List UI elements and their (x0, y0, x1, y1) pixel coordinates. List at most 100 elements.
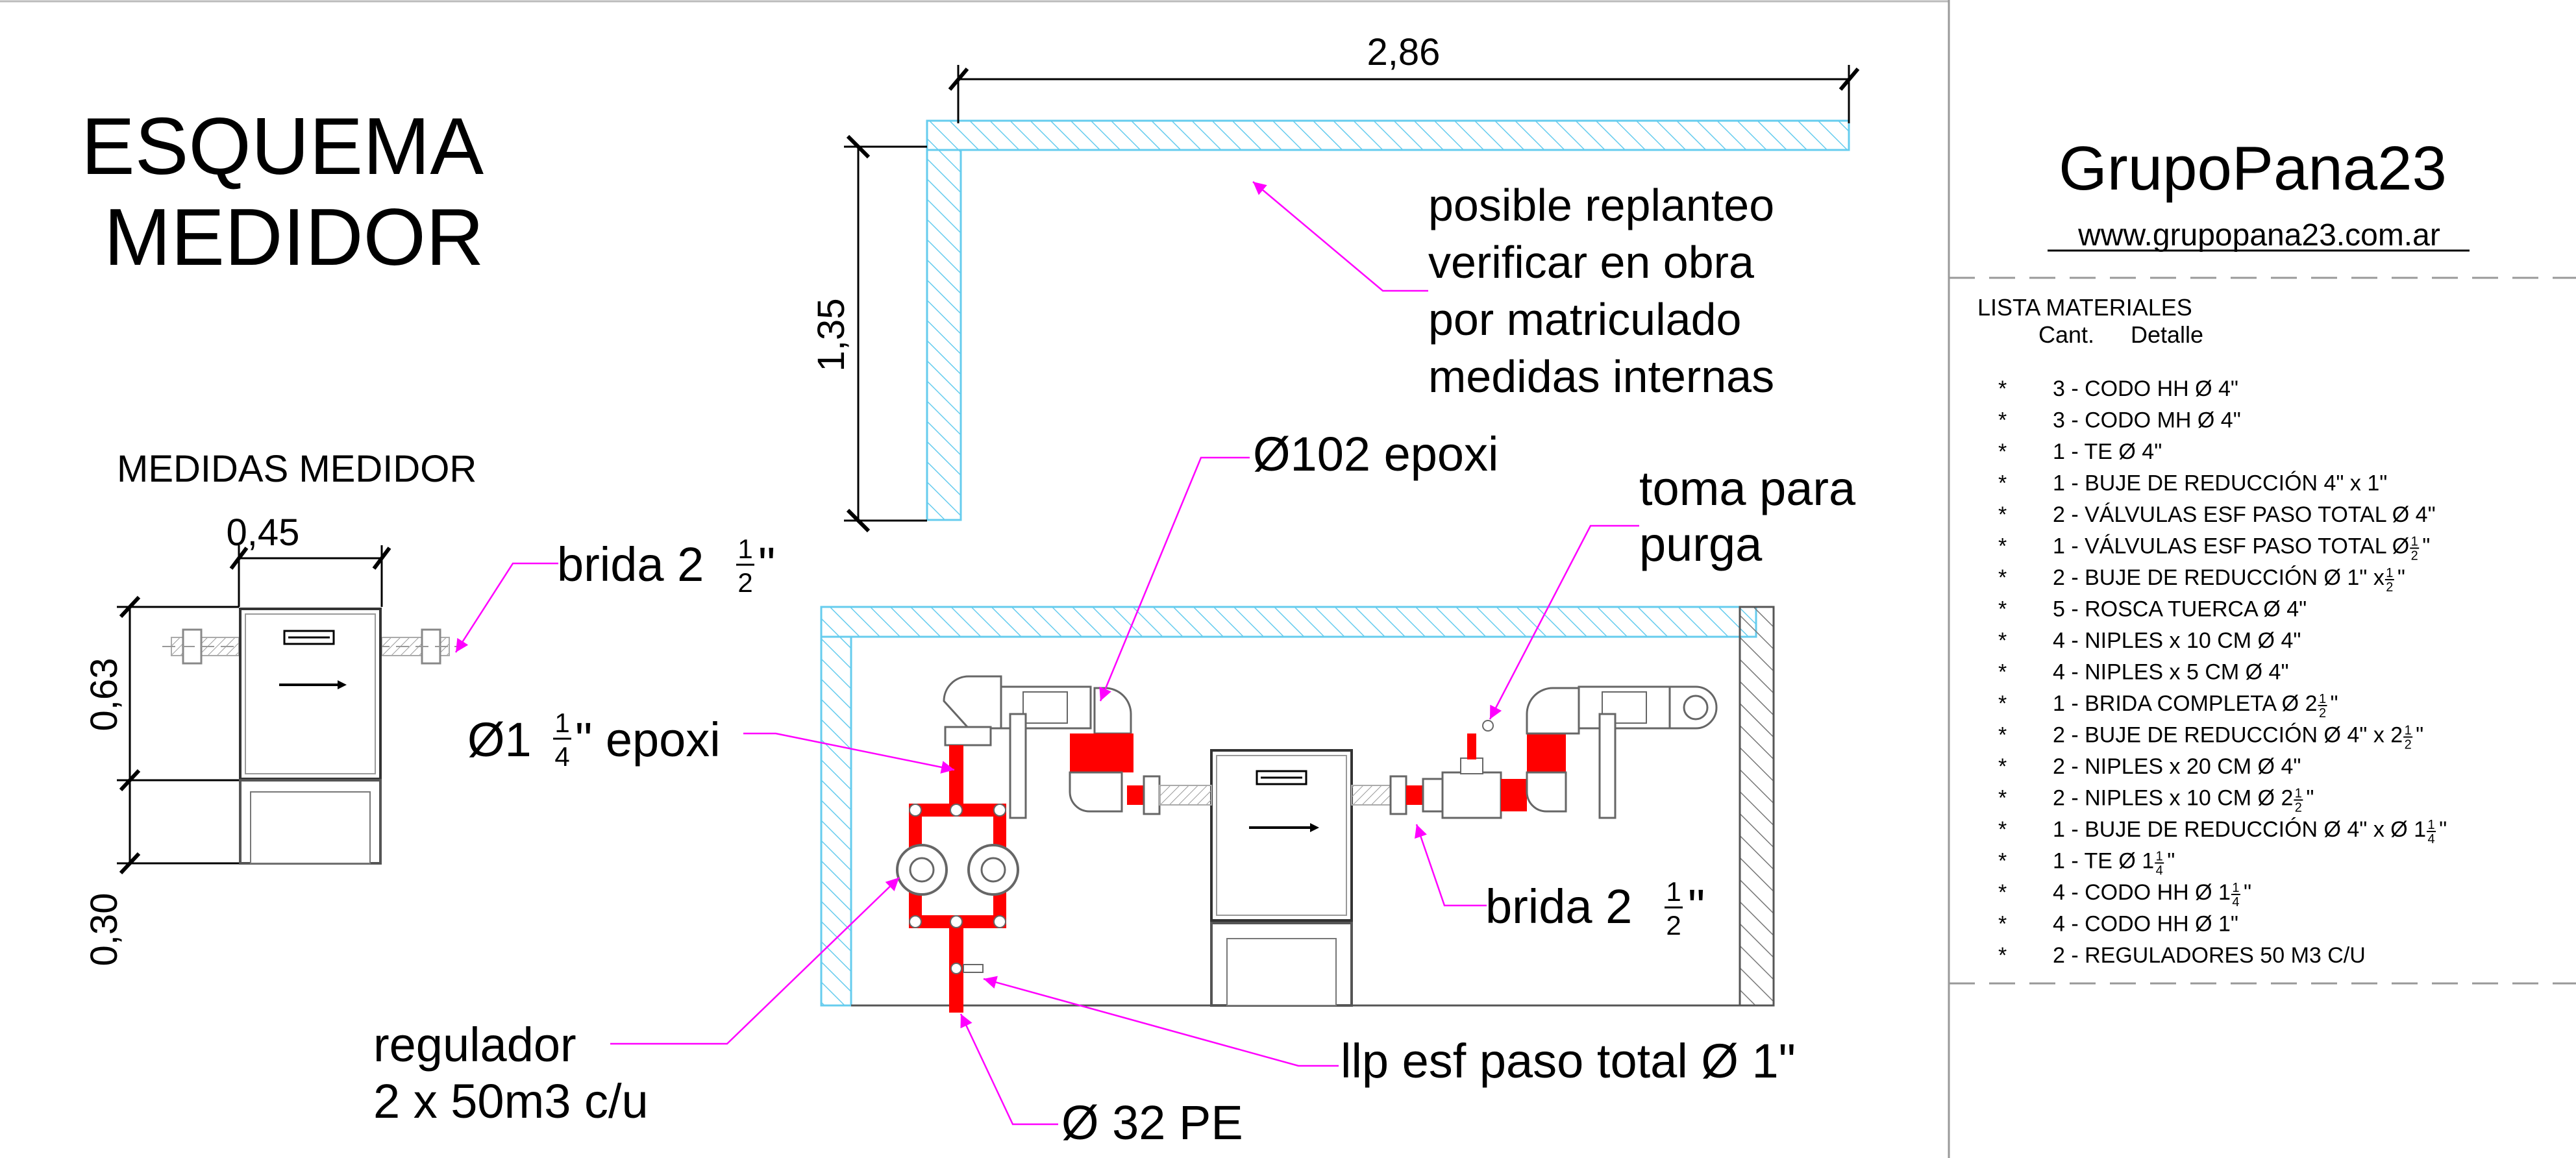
material-bullet: * (1998, 817, 2007, 842)
material-frac-den: 4 (2232, 895, 2239, 909)
material-item: *1 - BRIDA COMPLETA Ø 2 12" (1998, 691, 2338, 721)
material-text: 4 - NIPLES x 5 CM Ø 4" (2053, 660, 2289, 685)
material-item: * 1 - TE Ø 4" (1998, 439, 2162, 464)
material-suffix: " (2244, 880, 2251, 905)
material-bullet: * (1998, 408, 2007, 433)
material-frac-den: 2 (2319, 706, 2326, 721)
material-text: 2 - VÁLVULAS ESF PASO TOTAL Ø 4" (2053, 502, 2436, 527)
regulator-right (967, 844, 1019, 896)
epoxi-small-callout: Ø1 1 4 " epoxi (467, 708, 955, 774)
material-text: 1 - VÁLVULAS ESF PASO TOTAL Ø (2053, 534, 2409, 559)
note-leader (1252, 181, 1428, 292)
pe-label: Ø 32 PE (1061, 1096, 1243, 1150)
material-suffix: " (2422, 534, 2430, 559)
brida-right-label: brida 2 (1485, 880, 1632, 933)
material-text: 2 - BUJE DE REDUCCIÓN Ø 1" x (2053, 565, 2384, 590)
material-text: 1 - TE Ø 1 (2053, 849, 2154, 874)
material-text: 5 - ROSCA TUERCA Ø 4" (2053, 597, 2307, 622)
meter-dimensions: MEDIDAS MEDIDOR 0,45 0,63 0,30 (83, 448, 477, 966)
material-item: * 2 - NIPLES x 10 CM Ø 2 12 " (1998, 786, 2314, 815)
main-meter (1210, 749, 1353, 1007)
material-suffix: " (2167, 849, 2175, 874)
material-item: * 4 - NIPLES x 10 CM Ø 4" (1998, 628, 2301, 653)
brida-left-num: 1 (737, 534, 752, 564)
material-frac-den: 2 (2295, 801, 2302, 815)
material-bullet: * (1998, 786, 2007, 811)
toma-purga-callout: toma para purga (1489, 462, 1856, 720)
material-text: 1 - BRIDA COMPLETA Ø 2 (2053, 691, 2318, 716)
material-text: 1 - BUJE DE REDUCCIÓN 4" x 1" (2053, 471, 2387, 496)
material-item: * 2 - REGULADORES 50 M3 C/U (1998, 943, 2366, 968)
material-frac-den: 2 (2405, 738, 2412, 752)
material-frac-num: 1 (2405, 724, 2412, 738)
material-bullet: * (1998, 943, 2007, 968)
pe-callout: Ø 32 PE (960, 1013, 1243, 1150)
title-block: GrupoPana23 www.grupopana23.com.ar (2048, 134, 2470, 253)
material-bullet: * (1998, 439, 2007, 464)
drawing-title: ESQUEMA MEDIDOR (81, 102, 484, 282)
epoxi-large-label: Ø102 epoxi (1253, 427, 1499, 481)
materials-list: LISTA MATERIALES Cant. Detalle *3 - CODO… (1977, 294, 2447, 968)
meter-base-label: 0,30 (83, 893, 125, 967)
regulator-left (896, 844, 948, 896)
material-bullet: * (1998, 628, 2007, 653)
brand-url: www.grupopana23.com.ar (2077, 218, 2440, 253)
material-item: * 2 - VÁLVULAS ESF PASO TOTAL Ø 4" (1998, 502, 2436, 527)
materials-col-qty: Cant. (2038, 321, 2094, 348)
inlet-piping (896, 675, 1212, 1013)
material-suffix: " (2397, 565, 2405, 590)
room-height-label: 1,35 (810, 299, 852, 372)
material-item: * 2 - NIPLES x 20 CM Ø 4" (1998, 754, 2301, 779)
material-bullet: * (1998, 565, 2007, 590)
replanteo-wall: 2,86 1,35 (810, 31, 1860, 533)
material-bullet: * (1998, 534, 2007, 559)
material-text: 4 - NIPLES x 10 CM Ø 4" (2053, 628, 2301, 653)
material-item: *3 - CODO HH Ø 4" (1998, 376, 2238, 401)
material-bullet: * (1998, 912, 2007, 937)
brida-left-suffix: " (758, 537, 775, 591)
material-bullet: * (1998, 376, 2007, 401)
material-item: * 2 - BUJE DE REDUCCIÓN Ø 1" x 12 " (1998, 565, 2405, 595)
llp-callout: llp esf paso total Ø 1" (983, 976, 1796, 1088)
materials-heading: LISTA MATERIALES (1977, 294, 2192, 321)
material-bullet: * (1998, 754, 2007, 779)
material-item: *1 - BUJE DE REDUCCIÓN Ø 4" x Ø 1 14" (1998, 817, 2447, 846)
material-bullet: * (1998, 502, 2007, 527)
material-item: * 2 - BUJE DE REDUCCIÓN Ø 4" x 2 12 " (1998, 723, 2423, 752)
brida-right-den: 2 (1666, 910, 1681, 941)
regulador-callout: regulador 2 x 50m3 c/u (373, 877, 900, 1128)
material-suffix: " (2331, 691, 2338, 716)
title-line-1: ESQUEMA (81, 102, 484, 191)
epoxi-small-label: Ø1 (467, 713, 532, 767)
room-width-label: 2,86 (1367, 31, 1441, 73)
material-frac-den: 2 (2411, 549, 2418, 563)
meter-width-label: 0,45 (227, 511, 300, 554)
material-frac-num: 1 (2295, 787, 2302, 801)
regulador-line-1: regulador (373, 1018, 576, 1072)
title-line-2: MEDIDOR (104, 193, 484, 282)
material-suffix: " (2306, 786, 2314, 811)
material-frac-num: 1 (2386, 566, 2393, 580)
material-text: 4 - CODO HH Ø 1 (2053, 880, 2231, 905)
material-text: 1 - TE Ø 4" (2053, 439, 2162, 464)
material-text: 2 - BUJE DE REDUCCIÓN Ø 4" x 2 (2053, 723, 2403, 748)
material-bullet: * (1998, 471, 2007, 496)
material-frac-num: 1 (2411, 535, 2418, 549)
material-bullet: * (1998, 880, 2007, 905)
meter-enclosure (820, 606, 1775, 1007)
material-frac-den: 4 (2156, 864, 2163, 878)
material-suffix: " (2416, 723, 2423, 748)
outlet-piping (1351, 685, 1718, 819)
material-item: *3 - CODO MH Ø 4" (1998, 408, 2241, 433)
material-item: * 1 - VÁLVULAS ESF PASO TOTAL Ø 12 " (1998, 534, 2430, 563)
brida-left-label: brida 2 (557, 537, 704, 591)
material-text: 2 - NIPLES x 10 CM Ø 2 (2053, 786, 2293, 811)
material-text: 2 - REGULADORES 50 M3 C/U (2053, 943, 2366, 968)
material-frac-den: 2 (2386, 580, 2393, 595)
meter-height-label: 0,63 (83, 658, 125, 732)
material-bullet: * (1998, 723, 2007, 748)
material-text: 2 - NIPLES x 20 CM Ø 4" (2053, 754, 2301, 779)
brand-name: GrupoPana23 (2059, 134, 2447, 203)
